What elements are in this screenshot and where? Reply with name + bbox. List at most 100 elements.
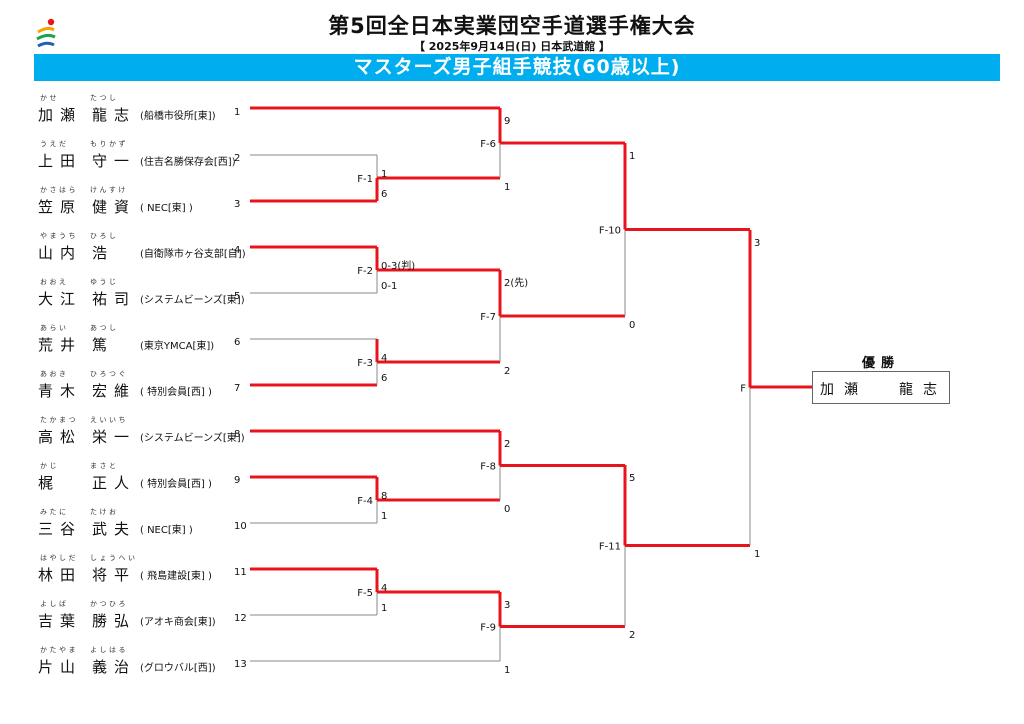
player-family-name: 上田 <box>38 152 83 170</box>
player-seed-number: 3 <box>234 199 241 210</box>
champion-label: 優勝 <box>861 356 900 371</box>
player-given-ruby: もりかず <box>90 140 128 148</box>
match-score-top: 8 <box>381 491 387 502</box>
player-family-ruby: はやしだ <box>40 554 78 562</box>
player-seed-number: 8 <box>234 429 241 440</box>
player-family-ruby: みたに <box>40 508 69 516</box>
player-row: おおえゆうじ大江祐司(システムビーンズ[東])5 <box>38 277 258 317</box>
match-id-label: F-9 <box>480 623 496 634</box>
player-affiliation: ( 特別会員[西] ) <box>140 479 212 490</box>
player-family-ruby: あらい <box>40 324 69 332</box>
match-id-label: F-5 <box>357 588 373 599</box>
player-given-name: 健資 <box>92 198 137 216</box>
player-given-ruby: しょうへい <box>90 554 138 562</box>
player-family-ruby: やまうち <box>40 232 78 240</box>
player-row: やまうちひろし山内浩(自衛隊市ヶ谷支部[自])4 <box>38 231 258 271</box>
player-affiliation: (住吉名勝保存会[西]) <box>140 157 236 168</box>
player-affiliation: (システムビーンズ[東]) <box>140 295 245 306</box>
match-score-top: 4 <box>381 583 387 594</box>
logo-icon <box>36 18 56 48</box>
event-date-venue: 【 2025年9月14日(日) 日本武道館 】 <box>413 40 611 53</box>
player-affiliation: ( 特別会員[西] ) <box>140 387 212 398</box>
match-score-top: 5 <box>629 473 635 484</box>
player-seed-number: 12 <box>234 613 247 624</box>
player-row: うえだもりかず上田守一(住吉名勝保存会[西])2 <box>38 139 258 179</box>
champion-given-name: 龍志 <box>899 382 947 398</box>
player-affiliation: (自衛隊市ヶ谷支部[自]) <box>140 249 246 260</box>
player-given-ruby: ひろつぐ <box>90 370 128 378</box>
player-given-name: 浩 <box>92 244 115 262</box>
player-row: かせたつし加瀬龍志(船橋市役所[東])1 <box>38 93 258 133</box>
player-affiliation: (船橋市役所[東]) <box>140 111 216 122</box>
player-family-ruby: うえだ <box>40 140 69 148</box>
player-affiliation: ( NEC[東] ) <box>140 203 193 214</box>
match-score-bottom: 0 <box>629 320 635 331</box>
match-id-label: F-2 <box>357 266 373 277</box>
player-seed-number: 10 <box>234 521 247 532</box>
player-family-ruby: かじ <box>40 462 59 470</box>
match-id-label: F-4 <box>357 496 373 507</box>
match-score-top: 2 <box>504 439 510 450</box>
match-id-label: F-3 <box>357 358 373 369</box>
player-seed-number: 4 <box>234 245 241 256</box>
match-id-label: F-11 <box>599 542 621 553</box>
match-score-top: 1 <box>629 151 635 162</box>
match-id-label: F-7 <box>480 312 496 323</box>
player-row: はやしだしょうへい林田将平( 飛島建設[東] )11 <box>38 553 258 593</box>
player-family-ruby: かさはら <box>40 186 78 194</box>
player-given-name: 栄一 <box>92 428 137 446</box>
player-row: みたに たけお三谷武夫( NEC[東] ) 10 <box>38 507 258 547</box>
player-given-ruby: ひろし <box>90 232 119 240</box>
match-score-bottom: 2 <box>629 630 635 641</box>
match-id-label: F-6 <box>480 139 496 150</box>
player-given-ruby: ゆうじ <box>90 278 119 286</box>
player-row: かじまさと梶正人( 特別会員[西] )9 <box>38 461 258 501</box>
player-seed-number: 13 <box>234 659 247 670</box>
player-row: たかまつえいいち高松栄一(システムビーンズ[東])8 <box>38 415 258 455</box>
match-score-bottom: 1 <box>754 549 760 560</box>
match-score-bottom: 0-1 <box>381 281 397 292</box>
player-affiliation: (アオキ商会[東]) <box>140 617 216 628</box>
player-given-name: 武夫 <box>92 520 137 538</box>
match-score-bottom: 1 <box>381 603 387 614</box>
player-family-ruby: おおえ <box>40 278 69 286</box>
player-seed-number: 5 <box>234 291 241 302</box>
player-family-name: 三谷 <box>38 520 83 538</box>
player-seed-number: 6 <box>234 337 241 348</box>
player-given-name: 守一 <box>92 152 137 170</box>
match-score-bottom: 6 <box>381 373 387 384</box>
match-score-bottom: 0 <box>504 504 510 515</box>
player-family-ruby: かせ <box>40 94 59 102</box>
player-family-name: 荒井 <box>38 336 83 354</box>
player-given-name: 龍志 <box>92 106 137 124</box>
match-id-label: F-10 <box>599 226 621 237</box>
player-family-name: 吉葉 <box>38 612 83 630</box>
player-row: かさはら けんすけ笠原健資( NEC[東] ) 3 <box>38 185 258 225</box>
player-affiliation: (システムビーンズ[東]) <box>140 433 245 444</box>
match-score-top: 3 <box>504 600 510 611</box>
player-seed-number: 1 <box>234 107 241 118</box>
match-score-top: 3 <box>754 238 760 249</box>
player-given-name: 祐司 <box>92 290 137 308</box>
player-row: あらいあつし荒井篤(東京YMCA[東])6 <box>38 323 258 363</box>
player-given-ruby: かつひろ <box>90 600 128 608</box>
player-family-name: 笠原 <box>38 198 83 216</box>
match-score-bottom: 1 <box>504 665 510 676</box>
match-id-label: F <box>740 384 746 395</box>
player-seed-number: 9 <box>234 475 241 486</box>
player-given-ruby: たけお <box>90 508 119 516</box>
player-family-name: 高松 <box>38 428 83 446</box>
player-given-ruby: まさと <box>90 462 119 470</box>
player-family-ruby: よしば <box>40 600 69 608</box>
match-score-bottom: 2 <box>504 366 510 377</box>
player-given-name: 将平 <box>92 566 137 584</box>
player-family-name: 片山 <box>38 658 83 676</box>
player-affiliation: (グロウバル[西]) <box>140 663 216 674</box>
player-given-ruby: けんすけ <box>90 186 128 194</box>
event-category-banner: マスターズ男子組手競技(60歳以上) <box>34 54 1000 81</box>
player-given-ruby: たつし <box>90 94 119 102</box>
page-title: 第5回全日本実業団空手道選手権大会 <box>328 14 696 38</box>
player-given-name: 義治 <box>92 658 137 676</box>
player-affiliation: ( NEC[東] ) <box>140 525 193 536</box>
player-given-name: 勝弘 <box>92 612 137 630</box>
